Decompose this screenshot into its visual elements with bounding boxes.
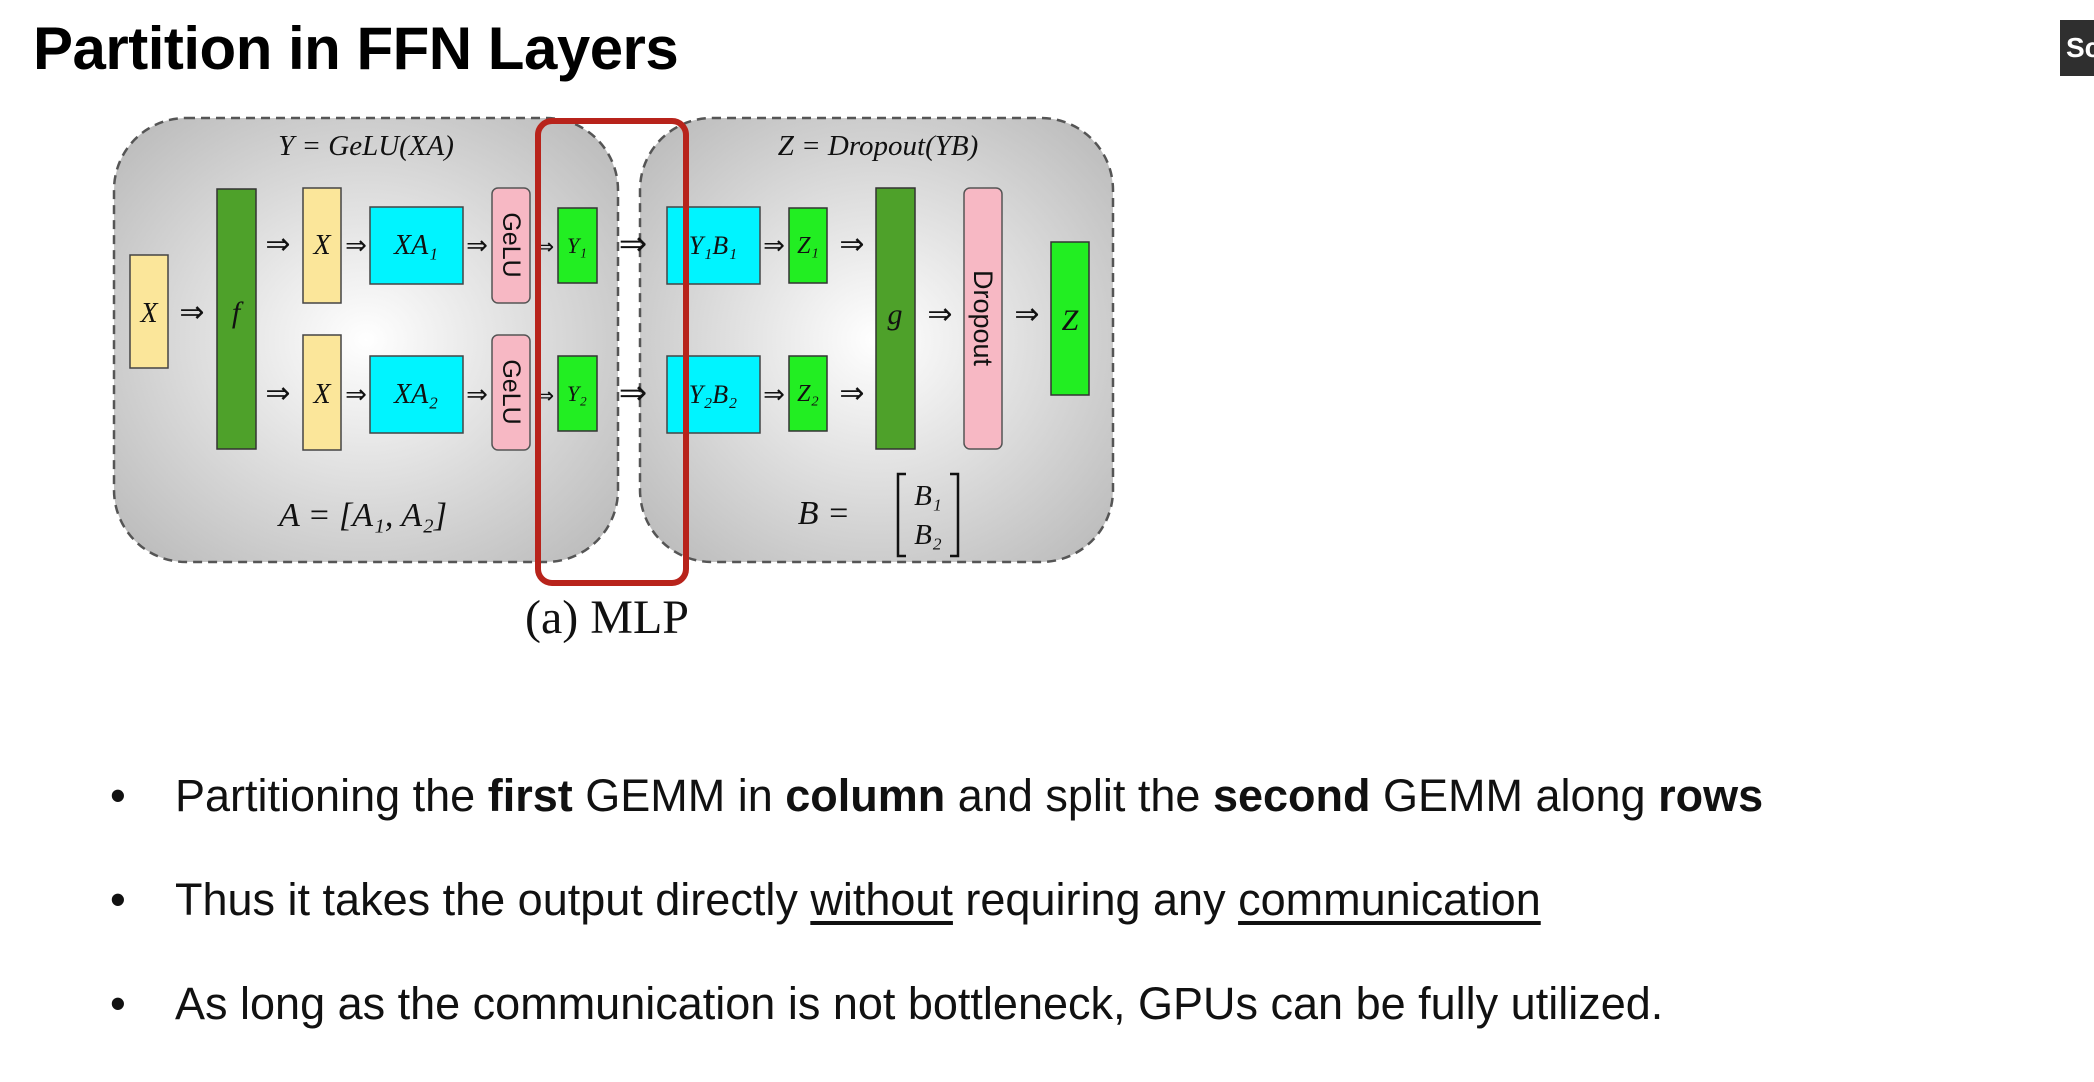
bullet-2-part-4: communication [1238,874,1541,925]
x-top-label: X [312,230,331,261]
arrow-y1-to-y1b1: ⇒ [619,226,648,263]
x-top-box [302,187,342,304]
g-label: g [888,298,903,331]
matrix-b-left-bracket [896,472,906,558]
xa1-box [369,206,464,285]
z1-box [788,207,828,284]
arrow-z1-to-g: ⇒ [839,228,864,261]
arrow-f-to-x-top: ⇒ [265,228,290,261]
bullet-1-part-8: rows [1658,770,1764,821]
y2b2-label: Y₂B₂ [689,380,737,409]
y2-label: Y₂ [567,381,587,406]
y1b1-label: Y₁B₁ [689,231,737,260]
bullet-item-3: As long as the communication is not bott… [110,978,1763,1082]
dropout-box [963,187,1003,450]
bullet-1-part-6: second [1212,770,1371,821]
left-panel [112,116,620,564]
bullet-item-2: Thus it takes the output directly withou… [110,874,1763,978]
dropout-label: Dropout [968,270,998,367]
z-output-label: Z [1062,304,1079,337]
xa2-label: XA₂ [393,379,438,410]
bullet-3-part-1: As long as the communication is not bott… [175,978,1664,1029]
left-formula: Y = GeLU(XA) [278,130,454,162]
bullet-1-part-4: column [785,770,946,821]
input-x-box [129,254,169,369]
bullet-1-part-3: GEMM in [572,770,786,821]
xa2-box [369,355,464,434]
bullet-1-part-1: Partitioning the [175,770,488,821]
arrow-xa1-to-gelu: ⇒ [466,231,488,260]
gelu-bottom-box [491,334,531,451]
gelu-bottom-label: GeLU [497,359,525,424]
arrow-g-to-dropout: ⇒ [927,298,952,331]
y1-box [557,207,598,284]
y2b2-box [666,355,761,434]
arrow-y1b1-to-z1: ⇒ [763,231,785,260]
x-bottom-box [302,334,342,451]
z2-box [788,355,828,432]
bullet-1-part-7: GEMM along [1370,770,1659,821]
bullet-1-part-5: and split the [945,770,1213,821]
gelu-top-box [491,187,531,304]
y2-box [557,355,598,432]
arrow-y2-to-y2b2: ⇒ [619,375,648,412]
matrix-b-bottom: B₂ [914,519,942,551]
g-bar [875,187,916,450]
arrow-y2b2-to-z2: ⇒ [763,380,785,409]
matrix-b-top: B₁ [914,480,942,512]
right-formula: Z = Dropout(YB) [778,130,979,162]
f-bar [216,188,257,450]
x-bottom-label: X [312,379,331,410]
arrow-x-to-f: ⇒ [179,296,204,329]
bullet-2-part-1: Thus it takes the output directly [175,874,811,925]
presenter-video-thumbnail: Sc [2060,20,2094,76]
arrow-f-to-x-bottom: ⇒ [265,377,290,410]
input-x-label: X [139,298,158,329]
arrow-x-to-xa1: ⇒ [345,231,367,260]
bullet-2-part-2: without [810,874,953,925]
figure-caption: (a) MLP [525,591,689,644]
slide-title: Partition in FFN Layers [33,15,679,82]
arrow-xa2-to-gelu: ⇒ [466,380,488,409]
matrix-a-formula: A = [A₁, A₂] [277,497,447,534]
arrow-z2-to-g: ⇒ [839,377,864,410]
z1-label: Z₁ [797,233,819,259]
y1-label: Y₁ [567,233,587,258]
z-output-box [1050,241,1090,396]
z2-label: Z₂ [797,381,819,407]
bullet-item-1: Partitioning the first GEMM in column an… [110,770,1763,874]
highlight-frame [535,118,689,586]
bullet-2-part-3: requiring any [952,874,1239,925]
arrow-dropout-to-z: ⇒ [1014,298,1039,331]
bullet-list: Partitioning the first GEMM in column an… [110,770,1763,1082]
bullet-1-part-2: first [487,770,573,821]
matrix-b-right-bracket [950,472,960,558]
arrow-x-to-xa2: ⇒ [345,380,367,409]
xa1-label: XA₁ [393,230,438,261]
gelu-top-label: GeLU [497,212,525,277]
y1b1-box [666,206,761,285]
matrix-b-lhs: B = [798,495,850,532]
